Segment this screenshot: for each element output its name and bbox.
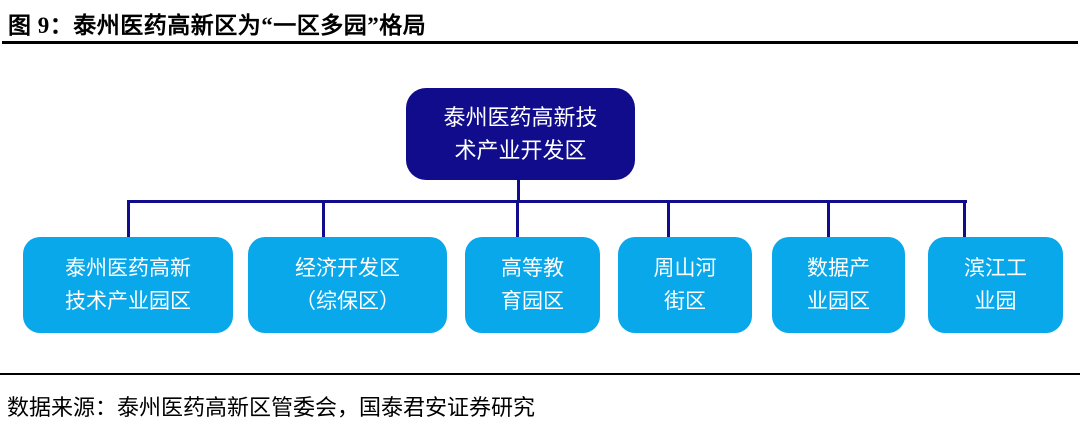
- org-child-node: 周山河 街区: [618, 237, 752, 333]
- connector-drop: [667, 200, 670, 237]
- connector-drop: [516, 200, 519, 237]
- connector-drop: [127, 200, 130, 237]
- title-divider: [2, 41, 1078, 44]
- org-child-line: 经济开发区: [295, 256, 400, 281]
- org-child-node: 高等教 育园区: [465, 237, 600, 333]
- org-child-line: 业园: [974, 289, 1017, 313]
- figure-title: 图 9：泰州医药高新区为“一区多园”格局: [8, 13, 427, 38]
- org-child-line: 滨江工: [964, 256, 1027, 281]
- org-child-line: 育园区: [501, 289, 564, 313]
- connector-drop: [322, 200, 325, 237]
- org-root-line: 泰州医药高新技: [443, 105, 598, 130]
- org-child-node: 数据产 业园区: [772, 237, 905, 333]
- data-source: 数据来源：泰州医药高新区管委会，国泰君安证券研究: [7, 395, 536, 420]
- org-root-node: 泰州医药高新技 术产业开发区: [406, 88, 635, 180]
- org-child-line: （综保区）: [295, 289, 400, 313]
- org-child-line: 泰州医药高新: [65, 256, 191, 281]
- footer-divider: [0, 373, 1080, 375]
- org-child-line: 高等教: [501, 256, 564, 281]
- org-child-node: 滨江工 业园: [928, 237, 1063, 333]
- org-child-node: 经济开发区 （综保区）: [248, 237, 447, 333]
- org-child-line: 业园区: [807, 289, 870, 313]
- org-child-line: 技术产业园区: [65, 289, 191, 313]
- org-root-line: 术产业开发区: [454, 138, 587, 163]
- org-child-line: 街区: [664, 289, 706, 313]
- org-child-line: 周山河: [653, 256, 717, 281]
- org-child-line: 数据产: [807, 256, 870, 281]
- connector-drop: [827, 200, 830, 237]
- connector-drop: [963, 200, 966, 237]
- org-child-node: 泰州医药高新 技术产业园区: [23, 237, 233, 333]
- connector-stem: [517, 180, 520, 202]
- connector-bus: [128, 200, 967, 203]
